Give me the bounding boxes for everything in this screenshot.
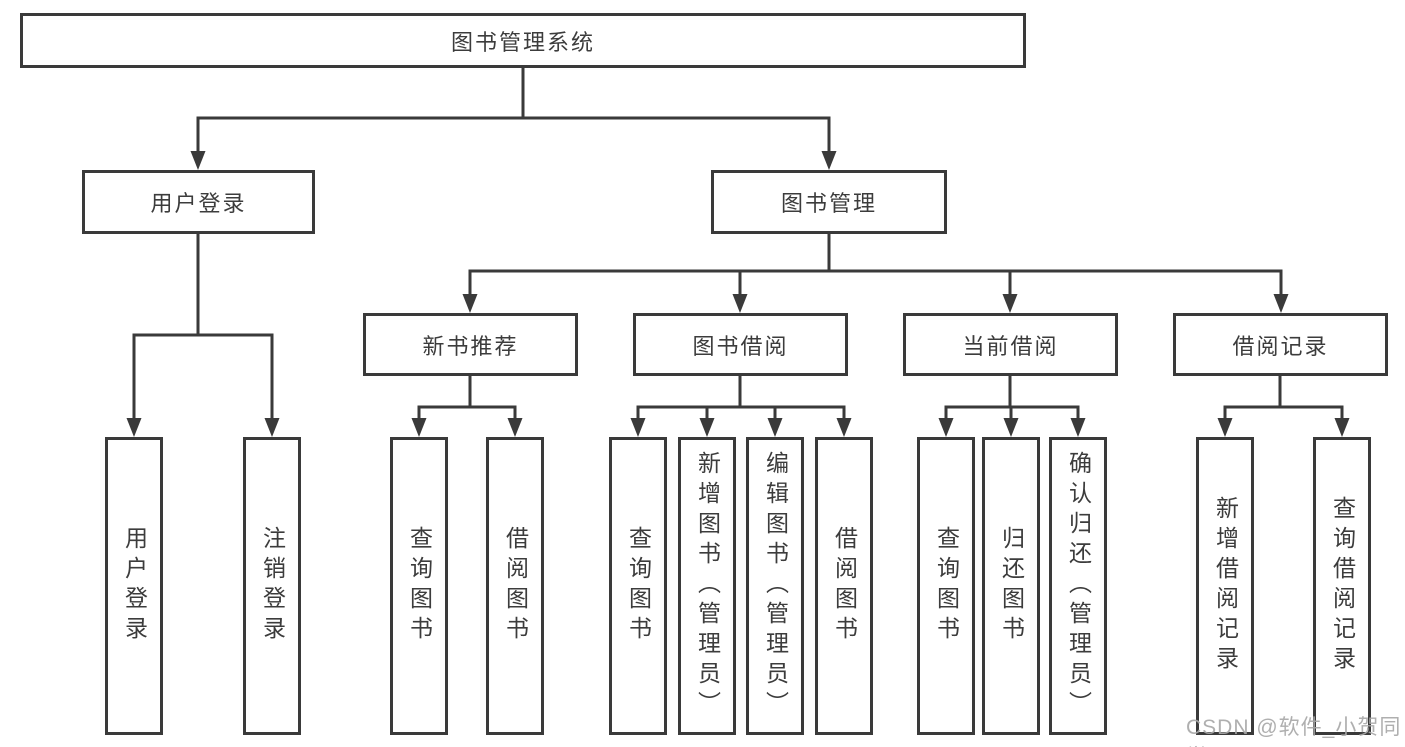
node-label: 图书管理 [780,191,877,216]
leaf-confirm-return-admin: 确认归还（管理员） [1049,437,1107,735]
node-label: 用户登录 [121,526,148,646]
node-label: 当前借阅 [962,333,1059,359]
node-label: 确认归还（管理员） [1065,451,1092,721]
node-label: 查询图书 [933,526,960,646]
leaf-query-books-current: 查询图书 [917,437,975,735]
node-label: 新书推荐 [422,333,519,359]
node-root: 图书管理系统 [20,13,1026,68]
node-label: 查询借阅记录 [1329,496,1356,676]
node-label: 查询图书 [625,526,652,646]
leaf-borrow-books: 借阅图书 [815,437,873,735]
leaf-edit-book-admin: 编辑图书（管理员） [746,437,804,735]
csdn-watermark: CSDN @软件_小贺同学 [1186,716,1402,747]
leaf-add-book-admin: 新增图书（管理员） [678,437,736,735]
node-label: 图书管理系统 [450,29,595,55]
leaf-query-borrow-record: 查询借阅记录 [1313,437,1371,735]
node-label: 用户登录 [150,191,247,216]
node-book-borrow: 图书借阅 [633,313,848,376]
node-label: 查询图书 [406,526,433,646]
leaf-add-borrow-record: 新增借阅记录 [1196,437,1254,735]
leaf-query-books-recommend: 查询图书 [390,437,448,735]
node-label: 注销登录 [259,526,286,646]
node-book-management: 图书管理 [711,170,947,234]
leaf-query-books-borrow: 查询图书 [609,437,667,735]
leaf-return-books: 归还图书 [982,437,1040,735]
node-label: 编辑图书（管理员） [762,451,789,721]
node-label: 图书借阅 [692,333,789,359]
node-label: 借阅图书 [831,526,858,646]
node-label: 新增图书（管理员） [694,451,721,721]
node-label: 归还图书 [998,526,1025,646]
node-current-borrow: 当前借阅 [903,313,1118,376]
node-user-login: 用户登录 [82,170,315,234]
node-new-book-recommend: 新书推荐 [363,313,578,376]
node-label: 借阅图书 [502,526,529,646]
node-borrow-records: 借阅记录 [1173,313,1388,376]
leaf-borrow-books-recommend: 借阅图书 [486,437,544,735]
node-label: 借阅记录 [1232,333,1329,359]
leaf-user-login: 用户登录 [105,437,163,735]
node-label: 新增借阅记录 [1212,496,1239,676]
leaf-logout: 注销登录 [243,437,301,735]
